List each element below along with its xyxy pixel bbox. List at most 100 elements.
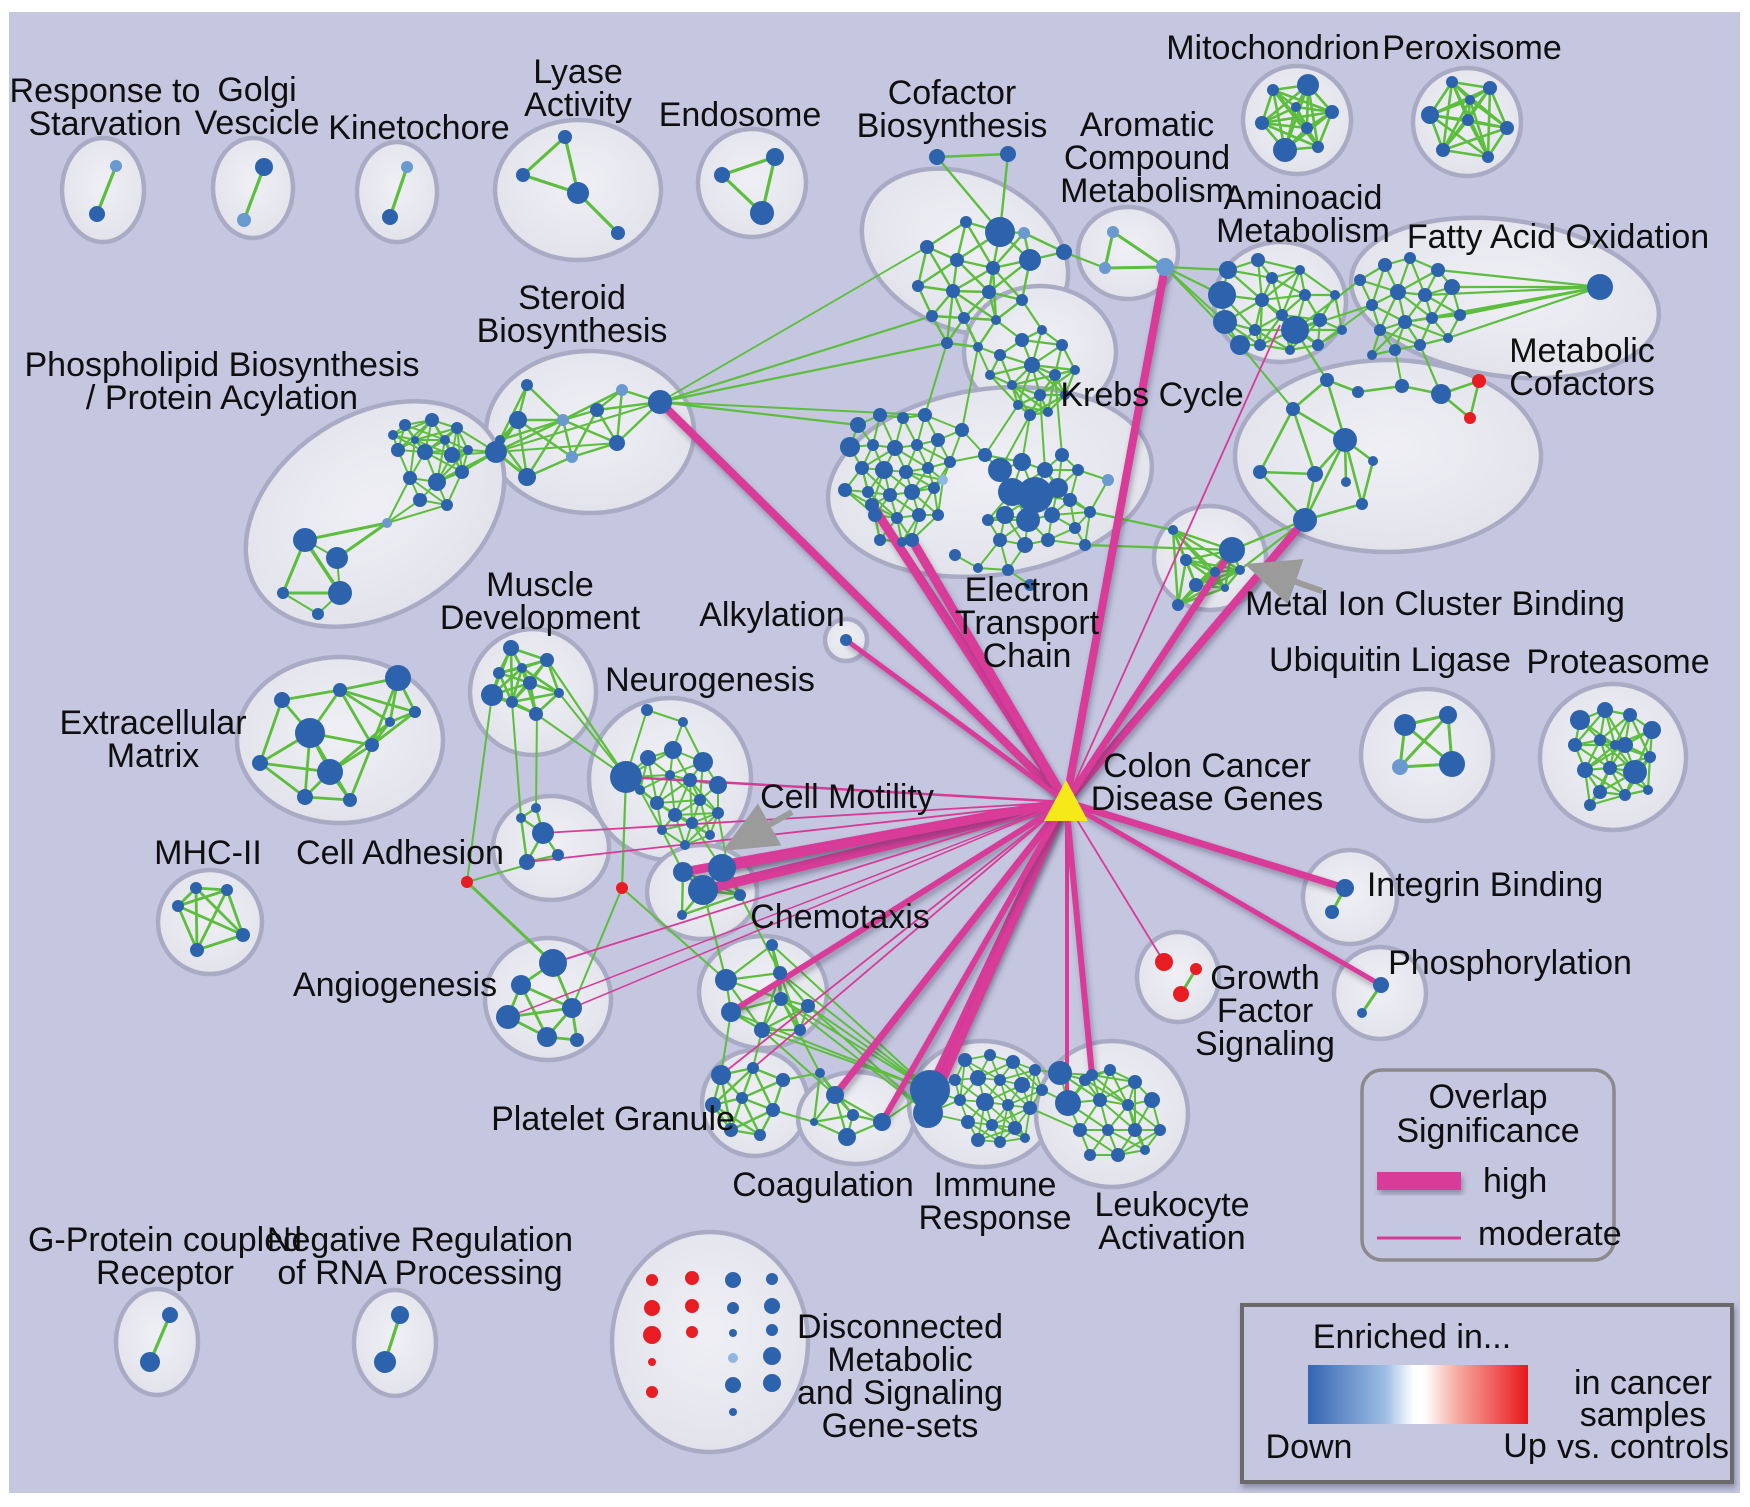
cluster-platelet-granule-label: Platelet Granule	[491, 1100, 735, 1138]
node-immune-response-6	[949, 1074, 961, 1086]
node-electron-transport-chain-27	[978, 448, 992, 462]
node-angiogenesis-1	[511, 975, 531, 995]
green-edge	[739, 894, 781, 974]
overlap-legend-title: Significance	[1396, 1112, 1579, 1150]
cluster-extracellular-matrix-label: Matrix	[107, 737, 200, 775]
cluster-fatty-acid-oxidation-edge	[1447, 285, 1601, 340]
node-golgi-vescicle-1	[237, 213, 251, 227]
cluster-negative-regulation-rna-label: of RNA Processing	[277, 1254, 562, 1292]
node-electron-transport-chain-11	[922, 462, 934, 474]
node-electron-transport-chain-49	[973, 563, 983, 573]
green-edge	[761, 1029, 836, 1096]
cluster-mhc-ii-edge	[195, 887, 244, 936]
cluster-metabolic-cofactors-ellipse	[1232, 357, 1544, 555]
node-electron-transport-chain-23	[932, 509, 944, 521]
green-edge	[535, 711, 538, 809]
cluster-extracellular-matrix-edge	[329, 720, 391, 774]
cluster-golgi-vescicle-label: Golgi	[217, 71, 296, 109]
node-aminoacid-metabolism-11	[1281, 316, 1309, 344]
cluster-phospholipid-biosynthesis-edge	[282, 592, 319, 615]
node-metal-ion-cluster-binding-0	[1168, 525, 1178, 535]
cluster-fatty-acid-oxidation-label: Fatty Acid Oxidation	[1407, 218, 1709, 256]
node-cofactor-biosynthesis-7	[920, 240, 934, 254]
node-leukocyte-activation-5	[1093, 1093, 1107, 1107]
node-negative-regulation-rna-1	[374, 1351, 396, 1373]
node-proteasome-14	[1584, 799, 1596, 811]
cluster-aromatic-compound-metabolism-label: Aromatic	[1080, 106, 1214, 144]
node-electron-transport-chain-48	[949, 549, 961, 561]
cluster-aminoacid-metabolism-edge	[1261, 269, 1301, 301]
node-fatty-acid-oxidation-14	[1367, 350, 1377, 360]
cluster-peroxisome-edge	[1441, 99, 1472, 151]
node-electron-transport-chain-29	[1013, 453, 1031, 471]
node-neurogenesis-16	[680, 840, 690, 850]
cluster-leukocyte-activation-edge	[1107, 1129, 1146, 1151]
cluster-cofactor-biosynthesis-label: Cofactor	[888, 74, 1017, 112]
node-neurogenesis-2	[678, 717, 688, 727]
green-edge	[659, 246, 928, 403]
cluster-integrin-binding-ellipse	[1300, 847, 1400, 947]
cluster-ubiquitin-ligase-edge	[1398, 713, 1450, 769]
node-growth-factor-signaling-1	[1190, 963, 1202, 975]
cluster-disconnected-gene-sets-label: Metabolic	[827, 1341, 973, 1379]
node-endosome-0	[714, 167, 730, 183]
node-electron-transport-chain-40	[1017, 537, 1033, 553]
node-electron-transport-chain-42	[1069, 522, 1081, 534]
node-steroid-biosynthesis-3	[557, 414, 569, 426]
node-electron-transport-chain-3	[918, 408, 932, 422]
node-aminoacid-metabolism-3	[1230, 335, 1250, 355]
node-leukocyte-activation-4	[1055, 1090, 1081, 1116]
cluster-muscle-development-edge	[521, 666, 560, 695]
overlap-edge	[542, 801, 1067, 834]
node-immune-response-0	[910, 1070, 950, 1110]
enriched-down-label: Down	[1266, 1428, 1353, 1466]
cell-motility-arrow	[722, 803, 794, 851]
cluster-metabolic-cofactors-edge	[1292, 379, 1328, 410]
green-edge	[1029, 1107, 1081, 1131]
cluster-cofactor-biosynthesis-edge	[926, 220, 967, 249]
node-neurogenesis-14	[694, 794, 706, 806]
green-edge	[558, 692, 627, 778]
green-edge	[780, 998, 929, 1114]
node-metabolic-cofactors-11	[1341, 477, 1351, 487]
cluster-cofactor-biosynthesis-edge	[992, 267, 1023, 301]
cluster-krebs-cycle-edge	[1029, 394, 1066, 416]
node-mitochondrion-7	[1301, 122, 1313, 134]
node-leukocyte-activation-6	[1122, 1099, 1134, 1111]
green-edge	[961, 346, 979, 431]
node-fatty-acid-oxidation-8	[1374, 324, 1386, 336]
node-leukocyte-activation-10	[1128, 1123, 1142, 1137]
node-fatty-acid-oxidation-5	[1390, 284, 1406, 300]
node-metabolic-cofactors-4	[1472, 374, 1486, 388]
cluster-phosphorylation-label: Phosphorylation	[1388, 944, 1632, 982]
cluster-extracellular-matrix-edge	[339, 688, 416, 714]
node-immune-response-20	[1020, 1133, 1030, 1143]
cluster-response-to-starvation-ellipse	[59, 135, 147, 245]
node-ubiquitin-ligase-3	[1439, 751, 1465, 777]
cluster-leukocyte-activation-edge	[1091, 1074, 1129, 1106]
node-electron-transport-chain-52	[865, 498, 879, 512]
overlap-moderate-label: moderate	[1478, 1215, 1622, 1253]
node-leukocyte-activation-15	[1086, 1069, 1098, 1081]
cluster-disconnected-gene-sets-label: Disconnected	[797, 1308, 1003, 1346]
node-cofactor-biosynthesis-15	[991, 315, 1001, 325]
node-fatty-acid-oxidation-0	[1354, 274, 1366, 286]
cluster-metabolic-cofactors-edge	[1360, 460, 1375, 505]
node-muscle-development-3	[523, 676, 537, 690]
node-electron-transport-chain-50	[1002, 564, 1014, 576]
cluster-electron-transport-chain-label: Transport	[955, 604, 1100, 642]
node-aminoacid-metabolism-4	[1251, 253, 1265, 267]
node-peroxisome-2	[1421, 106, 1439, 124]
node-leukocyte-activation-12	[1111, 1148, 1125, 1162]
node-proteasome-0	[1570, 710, 1590, 730]
cluster-g-protein-coupled-receptor-label: Receptor	[96, 1254, 234, 1292]
node-krebs-cycle-3	[1056, 339, 1068, 351]
node-fatty-acid-oxidation-13	[1443, 333, 1453, 343]
node-proteasome-6	[1617, 737, 1633, 753]
node-coagulation-2	[810, 1118, 818, 1126]
green-edge	[1231, 518, 1306, 552]
node-lyase-activity-1	[516, 168, 530, 182]
cluster-cell-motility-edge	[681, 893, 741, 917]
node-muscle-development-6	[529, 707, 543, 721]
node-mhc-ii-3	[236, 928, 250, 942]
